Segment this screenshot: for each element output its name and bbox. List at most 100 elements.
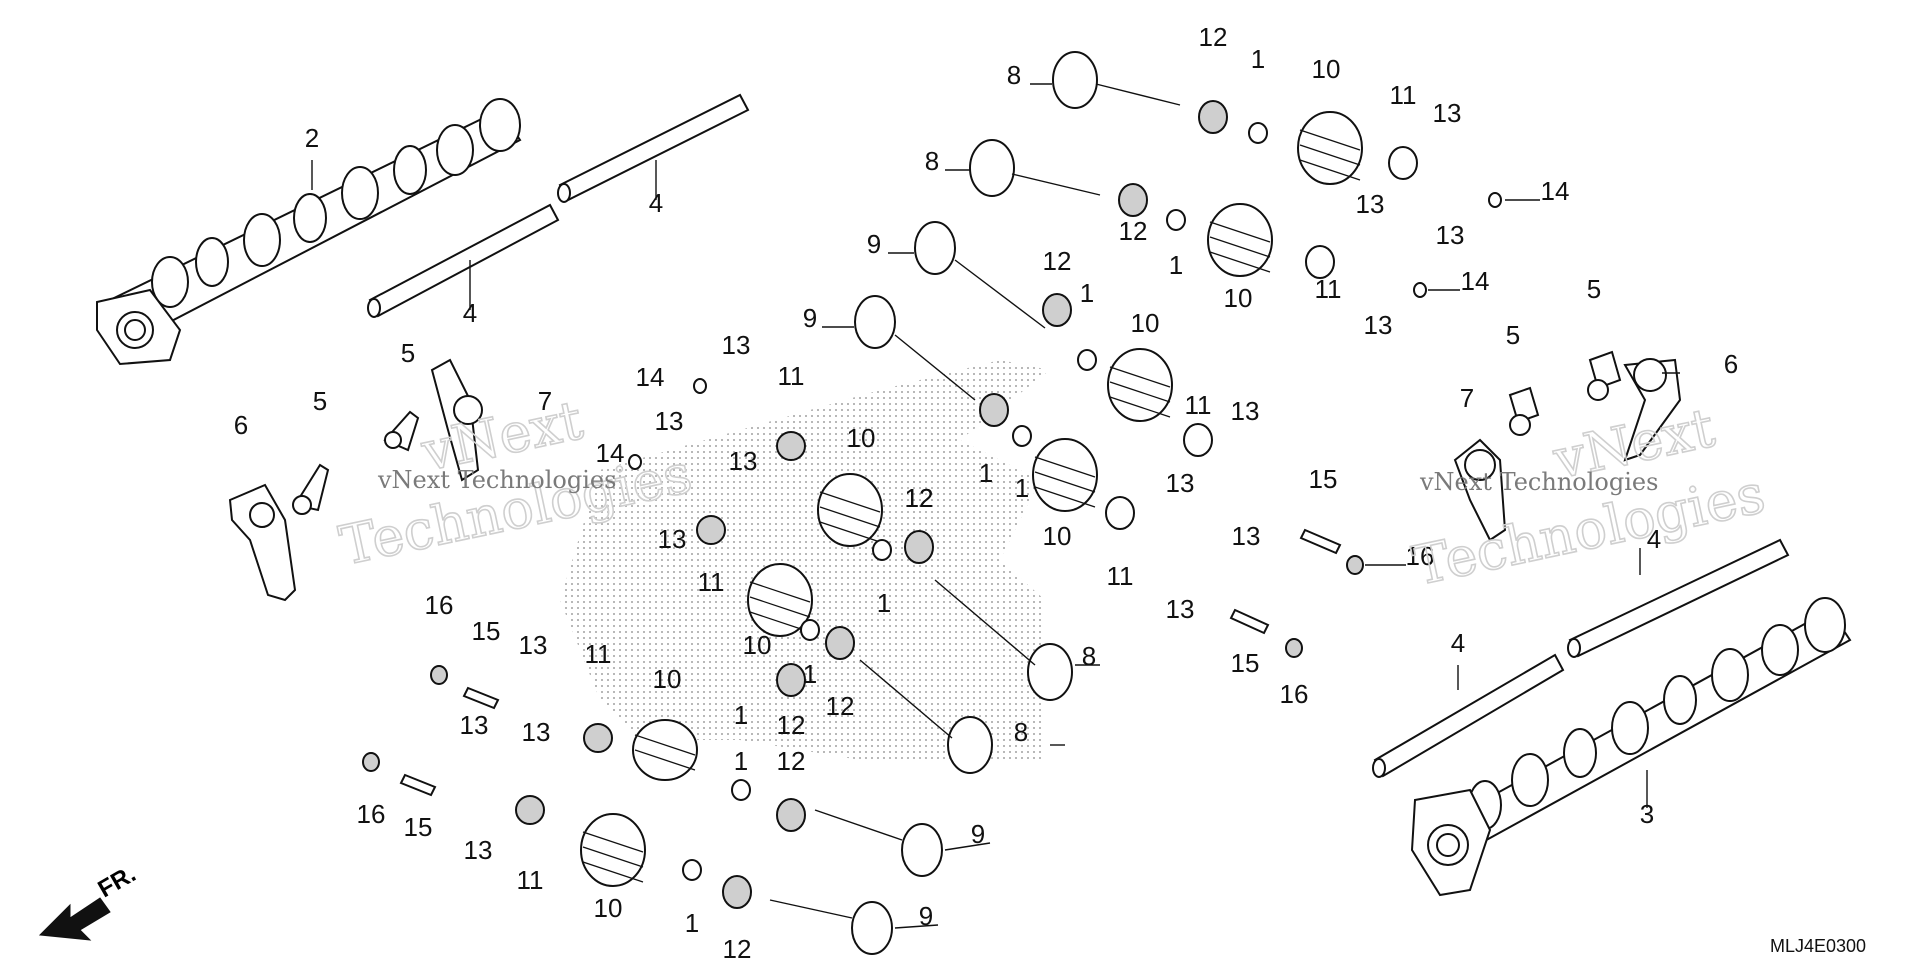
rocker-arm-left-7 [430,358,483,482]
callout-5: 5 [401,338,415,368]
rocker-shaft-right-upper [1567,538,1790,658]
callout-7: 7 [538,386,552,416]
callout-4: 4 [1451,628,1465,658]
callout-13: 13 [1166,594,1195,624]
callout-10: 10 [653,664,682,694]
callout-10: 10 [1312,54,1341,84]
callout-5: 5 [1587,274,1601,304]
callout-13: 13 [722,330,751,360]
valve-8-low [934,579,1073,701]
rocker-arm-right-5a [1587,350,1622,401]
callout-13: 13 [1356,189,1385,219]
callout-13: 13 [1231,396,1260,426]
callout-6: 6 [234,410,248,440]
callout-4: 4 [463,298,477,328]
rocker-shaft-right-lower [1372,653,1565,778]
spring-coils [582,129,1361,883]
callout-4: 4 [649,188,663,218]
callout-7: 7 [1460,383,1474,413]
callout-1: 1 [734,746,748,776]
callout-12: 12 [723,934,752,960]
callout-14: 14 [1541,176,1570,206]
callout-8: 8 [1082,641,1096,671]
rocker-arm-left-5b [383,410,420,452]
callout-1: 1 [1015,473,1029,503]
callout-16: 16 [1406,541,1435,571]
callout-4: 4 [1647,524,1661,554]
callout-1: 1 [1080,278,1094,308]
callout-15: 15 [472,616,501,646]
callout-1: 1 [734,700,748,730]
callout-10: 10 [1131,308,1160,338]
callout-12: 12 [777,746,806,776]
front-arrow-icon: FR. [38,860,141,941]
callout-9: 9 [803,303,817,333]
callout-1: 1 [1251,44,1265,74]
callout-10: 10 [1224,283,1253,313]
exhaust-camshaft [1410,597,1852,897]
callout-12: 12 [905,483,934,513]
small-parts [362,100,1502,909]
callout-16: 16 [357,799,386,829]
callout-9: 9 [919,901,933,931]
callout-10: 10 [743,630,772,660]
callout-13: 13 [1433,98,1462,128]
callout-11: 11 [1185,390,1212,420]
callout-13: 13 [1364,310,1393,340]
callout-13: 13 [464,835,493,865]
callout-8: 8 [925,146,939,176]
callout-12: 12 [905,483,934,513]
callout-15: 15 [404,812,433,842]
callout-5: 5 [313,386,327,416]
rocker-arm-left-5a [292,463,330,515]
callout-8: 8 [1014,717,1028,747]
callout-13: 13 [729,446,758,476]
watermark-right-small: vNext Technologies [1419,468,1658,496]
callout-1: 1 [877,588,891,618]
valve-8-lower [859,659,993,774]
valve-9-c [814,809,943,877]
callout-1: 1 [685,908,699,938]
rocker-arm-left-6 [228,483,297,602]
callout-13: 13 [658,524,687,554]
callout-14: 14 [1461,266,1490,296]
callout-11: 11 [698,567,725,597]
callout-12: 12 [826,691,855,721]
callout-12: 12 [777,710,806,740]
callout-10: 10 [594,893,623,923]
callout-13: 13 [1436,220,1465,250]
front-label: FR. [94,860,141,903]
rocker-shaft-lower [367,203,560,318]
callout-3: 3 [1640,799,1654,829]
callout-15: 15 [1231,648,1260,678]
callout-5: 5 [1506,320,1520,350]
callout-13: 13 [1166,468,1195,498]
callout-8: 8 [1007,60,1021,90]
callout-11: 11 [1315,274,1342,304]
callout-2: 2 [305,123,319,153]
callout-12: 12 [1199,22,1228,52]
leader-lines [311,83,1680,929]
callout-13: 13 [655,406,684,436]
rocker-arm-right-7 [1453,438,1507,542]
callout-11: 11 [778,361,805,391]
callout-9: 9 [867,229,881,259]
callout-1: 1 [979,458,993,488]
callout-6: 6 [1724,349,1738,379]
valve-8-mid [969,139,1101,197]
callout-13: 13 [522,717,551,747]
callout-1: 1 [1169,250,1183,280]
rocker-arm-right-5b [1508,386,1540,436]
callout-11: 11 [585,639,612,669]
valve-9-b [854,295,976,401]
callout-9: 9 [971,819,985,849]
callout-16: 16 [1280,679,1309,709]
valve-9-a [914,221,1046,329]
callout-11: 11 [1107,561,1134,591]
callout-15: 15 [1309,464,1338,494]
callout-11: 11 [1390,80,1417,110]
callout-1: 1 [803,659,817,689]
callout-12: 12 [1043,246,1072,276]
